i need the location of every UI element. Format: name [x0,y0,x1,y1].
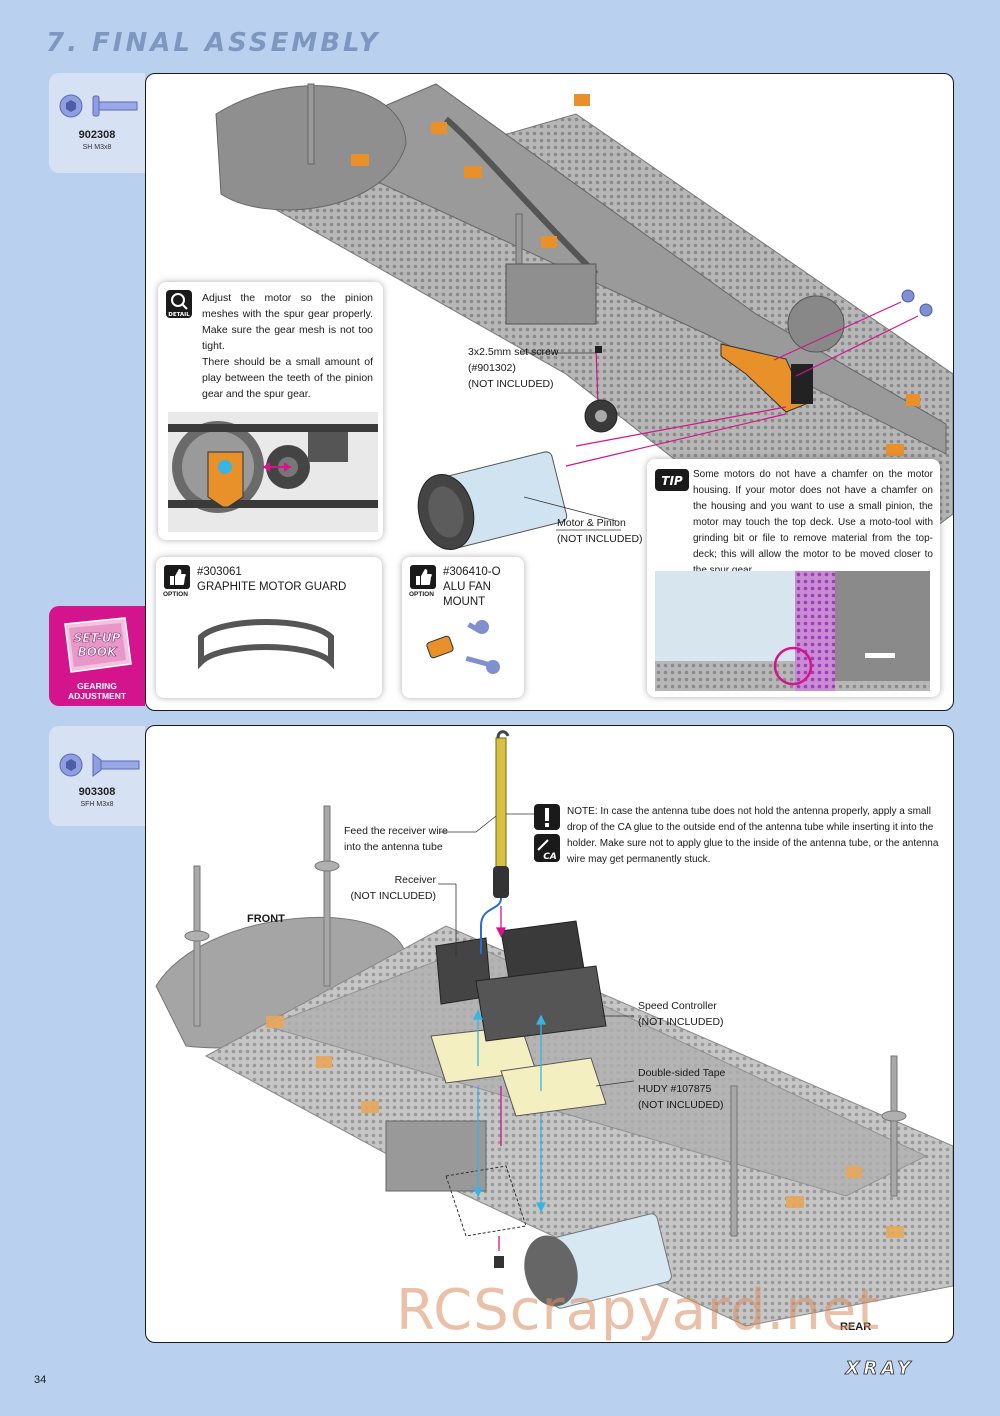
tip-badge-text: TIP [661,474,683,488]
fan-mount-illustration [426,620,500,674]
set-screw-callout-line3: (NOT INCLUDED) [468,378,554,390]
xray-logo: XRAY [844,1358,915,1378]
option-word: OPTION [409,591,434,598]
thumbs-up-icon [410,565,436,589]
detail-text-para1: Adjust the motor so the pinion meshes wi… [202,292,373,352]
gear-mesh-illustration [168,412,378,532]
option-name: ALU FAN MOUNT [443,581,491,608]
feed-callout-line2: into the antenna tube [344,841,443,853]
receiver-callout-line2: (NOT INCLUDED) [350,890,436,902]
page-number: 34 [34,1374,47,1386]
rear-label: REAR [840,1321,872,1333]
setup-book-label: GEARING ADJUSTMENT [67,681,127,701]
receiver-callout-line1: Receiver [394,874,436,886]
option-name: GRAPHITE MOTOR GUARD [197,581,347,593]
set-screw-callout-line1: 3x2.5mm set screw [468,346,559,358]
motor-guard-illustration [198,619,334,670]
option-box-motor-guard: OPTION #303061 GRAPHITE MOTOR GUARD [156,557,382,698]
front-label: FRONT [247,913,285,925]
step1-panel: 3x2.5mm set screw (#901302) (NOT INCLUDE… [145,73,954,711]
tip-box: TIP Some motors do not have a chamfer on… [647,459,940,697]
sfh-screw-icon [59,753,140,777]
ca-badge-text: CA [543,852,557,862]
feed-callout-line1: Feed the receiver wire [344,825,448,837]
setup-book-line1: SET-UP [74,631,121,645]
hardware-desc: SFH M3x8 [80,801,114,808]
detail-badge-text: DETAIL [168,312,190,318]
detail-magnifier-icon: DETAIL [166,290,192,318]
setup-book-line2: BOOK [78,645,119,659]
chassis-illustration-bottom [155,730,953,1327]
warning-ca-icons: CA [534,804,560,862]
tape-callout-line2: HUDY #107875 [638,1083,712,1095]
setup-book-icon: SET-UP BOOK [64,617,132,673]
tape-callout-line1: Double-sided Tape [638,1067,726,1079]
thumbs-up-icon [164,565,190,589]
option-word: OPTION [163,591,188,598]
detail-text-para2: There should be a small amount of play b… [202,356,373,400]
tip-illustration [655,571,930,691]
setup-book-tab[interactable]: SET-UP BOOK GEARING ADJUSTMENT [49,606,145,706]
hardware-tab-902308: 902308 SH M3x8 [49,73,145,173]
hardware-desc: SH M3x8 [82,144,112,151]
option-box-fan-mount: OPTION #306410-O ALU FAN MOUNT [402,557,524,698]
tip-badge: TIP [655,469,689,491]
motor-callout-line1: Motor & Pinion [557,517,626,529]
hardware-tab-903308: 903308 SFH M3x8 [49,726,145,826]
option-code: #303061 [197,566,242,578]
hardware-code: 902308 [78,129,116,141]
sh-screw-icon [59,94,138,118]
esc-callout-line2: (NOT INCLUDED) [638,1016,724,1028]
brand-text: XRAY [845,1358,915,1378]
set-screw-callout-line2: (#901302) [468,362,516,374]
tip-text: Some motors do not have a chamfer on the… [693,469,933,576]
tape-callout-line3: (NOT INCLUDED) [638,1099,724,1111]
section-title: 7. FINAL ASSEMBLY [46,28,381,58]
esc-callout-line1: Speed Controller [638,1000,717,1012]
detail-box: DETAIL Adjust the motor so the pinion me… [158,282,383,540]
hardware-code: 903308 [78,786,116,798]
motor-callout-line2: (NOT INCLUDED) [557,533,643,545]
step2-panel: CA NOTE: In case the antenna tube does n… [145,725,954,1343]
watermark: RCScrapyard.net [396,1278,881,1343]
option-code: #306410-O [443,566,501,578]
antenna-note-text: NOTE: In case the antenna tube does not … [567,806,939,865]
